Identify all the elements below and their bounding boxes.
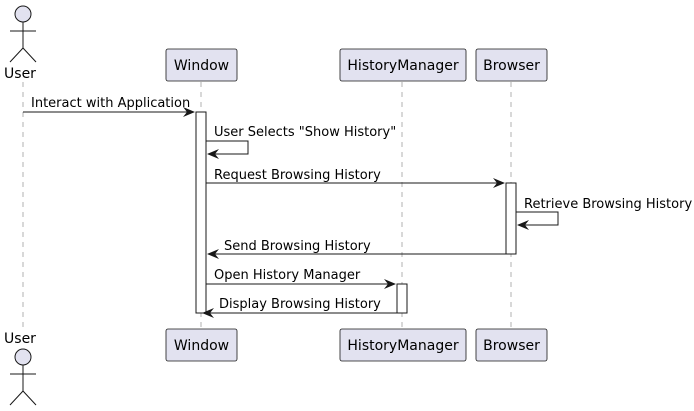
activation-historymanager: [396, 283, 408, 314]
message-user-selects: User Selects "Show History": [206, 125, 396, 159]
participant-historymanager-label: HistoryManager: [347, 338, 458, 354]
message-label: Interact with Application: [31, 96, 190, 111]
arrow-left-icon: [517, 220, 529, 230]
activation-browser: [505, 182, 517, 255]
arrow-right-icon: [183, 107, 195, 117]
activation-window: [195, 111, 207, 314]
message-label: Display Browsing History: [219, 297, 381, 312]
message-display-history: Display Browsing History: [202, 297, 397, 318]
actor-head-icon: [14, 5, 32, 23]
arrow-left-icon: [207, 149, 219, 159]
message-open-history-manager: Open History Manager: [206, 268, 396, 289]
arrow-left-icon: [202, 308, 214, 318]
participant-browser-bottom: Browser: [475, 328, 548, 362]
message-send-history: Send Browsing History: [207, 239, 506, 259]
actor-user-label-top: User: [4, 66, 36, 82]
participant-historymanager-bottom: HistoryManager: [339, 328, 467, 362]
message-label: Retrieve Browsing History: [524, 197, 692, 212]
participant-historymanager-label: HistoryManager: [347, 58, 458, 74]
arrow-left-icon: [207, 249, 219, 259]
message-label: User Selects "Show History": [214, 125, 396, 140]
arrow-right-icon: [384, 279, 396, 289]
message-interact: Interact with Application: [23, 96, 195, 117]
arrow-right-icon: [493, 178, 505, 188]
actor-user-bottom: User: [4, 331, 37, 406]
message-retrieve-history: Retrieve Browsing History: [516, 197, 692, 230]
actor-user-top: User: [4, 5, 37, 82]
participant-window-label: Window: [174, 338, 229, 354]
actor-user-label-bottom: User: [4, 331, 36, 347]
participant-historymanager-top: HistoryManager: [339, 48, 467, 82]
participant-window-top: Window: [165, 48, 238, 82]
message-label: Open History Manager: [214, 268, 361, 283]
participant-window-label: Window: [174, 58, 229, 74]
actor-head-icon: [14, 348, 32, 366]
participant-browser-label: Browser: [483, 58, 540, 74]
participant-browser-top: Browser: [475, 48, 548, 82]
participant-browser-label: Browser: [483, 338, 540, 354]
participant-window-bottom: Window: [165, 328, 238, 362]
message-label: Request Browsing History: [214, 168, 381, 183]
message-label: Send Browsing History: [224, 239, 371, 254]
message-request-history: Request Browsing History: [206, 168, 505, 188]
